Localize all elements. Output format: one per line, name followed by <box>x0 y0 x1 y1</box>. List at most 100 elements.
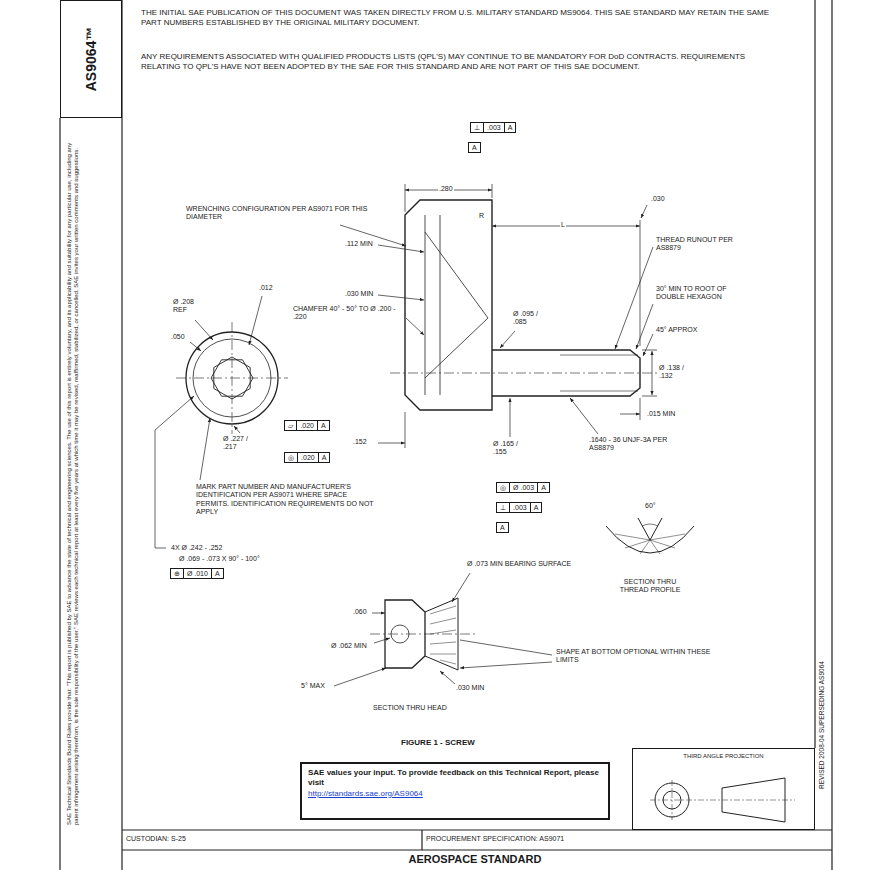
leader-line <box>200 418 210 480</box>
dimension-line <box>620 414 640 415</box>
leader-line <box>615 247 653 349</box>
box-text: THIRD ANGLE PROJECTION <box>637 753 810 759</box>
feature-control-frame: ⊕Ø .010A <box>170 568 224 579</box>
thread-callout: .1640 - 36 UNJF-3A PER AS8879 <box>588 436 683 453</box>
dimension: .060 <box>352 608 368 616</box>
dimension: Ø .227 / .217 <box>222 435 258 452</box>
callout-note: CHAMFER 40° - 50° TO Ø .200 - .220 <box>292 305 404 322</box>
screw-head <box>405 200 492 410</box>
frame-cell: Ø .010 <box>183 569 211 578</box>
feature-control-frame: ⊥.003A <box>470 122 516 133</box>
dimension: .152 <box>352 438 368 446</box>
center-line <box>390 373 665 374</box>
note-text: ANY REQUIREMENTS ASSOCIATED WITH QUALIFI… <box>140 52 780 71</box>
dimension-line <box>372 613 385 614</box>
dimension: R <box>478 212 485 220</box>
revision-note: REVISED 2008-04 SUPERSEDING AS9064 <box>818 660 826 790</box>
callout-note: SHAPE AT BOTTOM OPTIONAL WITHIN THESE LI… <box>555 648 720 665</box>
frame-cell: ▱ <box>285 421 296 430</box>
view-title: SECTION THRU HEAD <box>372 704 448 712</box>
note-text: THE INITIAL SAE PUBLICATION OF THIS DOCU… <box>140 8 780 27</box>
feedback-box: SAE values your input. To provide feedba… <box>300 762 610 820</box>
leader-line <box>374 638 390 643</box>
dimension: Ø .069 - .073 X 90° - 100° <box>178 555 261 563</box>
projection-box: THIRD ANGLE PROJECTION <box>632 748 815 830</box>
box-text: AS9064™ <box>83 27 99 92</box>
feature-control-frame: ▱.020A <box>284 420 330 431</box>
callout-note: Ø .073 MIN BEARING SURFACE <box>466 560 586 568</box>
leader-line <box>500 331 515 348</box>
frame-cell: A <box>504 123 516 132</box>
leader-line <box>195 320 213 340</box>
leader-line <box>190 342 201 351</box>
wrenching-recess <box>425 215 488 395</box>
dimension: 4X Ø .242 - .252 <box>170 544 223 552</box>
dimension-line <box>378 443 405 444</box>
center-line <box>370 634 475 635</box>
dimension: .012 <box>258 284 274 292</box>
frame-cell: ⊕ <box>171 569 183 578</box>
leader-line <box>406 318 424 335</box>
box-text: PROCUREMENT SPECIFICATION: AS9071 <box>426 835 564 842</box>
frame-cell: A <box>530 503 542 512</box>
leader-line <box>378 245 424 252</box>
frame-cell: A <box>537 483 549 492</box>
box-link: http://standards.sae.org/AS9064 <box>308 789 602 799</box>
dimension: .030 MIN <box>455 684 485 692</box>
view-title: SECTION THRU THREAD PROFILE <box>610 578 690 595</box>
frame-cell: A <box>211 569 223 578</box>
angle-arc <box>642 524 658 526</box>
frame-cell: ◎ <box>497 483 509 492</box>
dimension: .015 MIN <box>646 410 676 418</box>
document-number-box: AS9064™ <box>60 0 122 118</box>
leader-line <box>440 671 455 684</box>
dimension-line <box>652 351 653 395</box>
callout-note: 45° APPROX <box>655 326 698 334</box>
section-hatch <box>615 534 685 554</box>
leader-line <box>249 296 262 345</box>
leader-line <box>643 334 653 356</box>
callout-note: THREAD RUNOUT PER AS8879 <box>655 236 740 253</box>
document-type: AEROSPACE STANDARD <box>300 850 650 870</box>
leader-line <box>378 295 424 300</box>
callout-note: WRENCHING CONFIGURATION PER AS9071 FOR T… <box>185 205 375 222</box>
callout-note: MARK PART NUMBER AND MANUFACTURER'S IDEN… <box>195 483 380 517</box>
figure-title: FIGURE 1 - SCREW <box>400 738 476 748</box>
box-text: CUSTODIAN: S-25 <box>126 835 186 842</box>
feature-control-frame: ◎Ø .003A <box>496 482 550 493</box>
leader-line <box>636 304 653 349</box>
frame-cell: A <box>497 523 508 532</box>
frame-cell: A <box>318 453 330 462</box>
leader-line <box>155 396 194 548</box>
datum-box: A <box>496 522 509 533</box>
dimension: .280 <box>438 185 454 193</box>
datum-box: A <box>468 142 481 153</box>
frame-cell: ⊥ <box>497 503 509 512</box>
margin-notice: SAE Technical Standards Board Rules prov… <box>66 136 80 826</box>
dimension: Ø .165 / .155 <box>492 440 528 457</box>
leader-line <box>510 398 511 437</box>
frame-cell: ⊥ <box>471 123 483 132</box>
frame-cell: .020 <box>297 453 318 462</box>
box-text: AEROSPACE STANDARD <box>409 853 542 865</box>
title-block-cell: CUSTODIAN: S-25 <box>122 830 422 850</box>
frame-cell: .003 <box>509 503 530 512</box>
frame-cell: .003 <box>483 123 504 132</box>
frame-cell: .020 <box>296 421 317 430</box>
feature-control-frame: ◎.020A <box>284 452 330 463</box>
box-text: SAE values your input. To provide feedba… <box>308 768 602 789</box>
extension-line <box>405 184 657 448</box>
dimension: L <box>560 221 566 229</box>
leader-line <box>641 205 647 218</box>
frame-cell: ◎ <box>285 453 297 462</box>
sheet-border <box>60 0 832 870</box>
dimension: .112 MIN <box>344 240 374 248</box>
center-line <box>650 780 795 820</box>
dimension-line <box>492 226 640 227</box>
dimension: 60° <box>644 502 657 510</box>
dimension: Ø .138 / .132 <box>658 364 692 381</box>
section-hatch <box>430 606 456 664</box>
dimension: 5° MAX <box>300 682 326 690</box>
leader-line <box>570 398 598 434</box>
